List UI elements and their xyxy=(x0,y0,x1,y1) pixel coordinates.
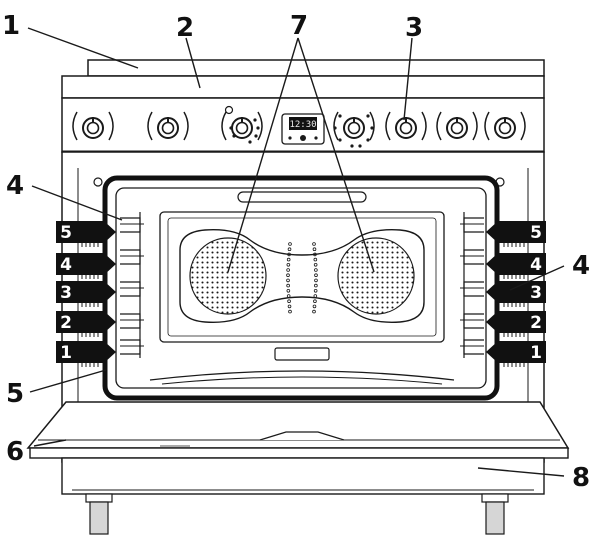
shelf-level-number: 1 xyxy=(530,343,542,363)
function-symbol-icon xyxy=(366,114,370,118)
function-symbol-icon xyxy=(256,126,260,130)
callout-1: 1 xyxy=(2,11,20,41)
function-symbol-icon xyxy=(370,126,374,130)
function-symbol-icon xyxy=(366,138,370,142)
fan-left xyxy=(189,237,267,315)
shelf-level-badge: 3 xyxy=(56,281,116,307)
callout-2: 2 xyxy=(176,13,194,43)
oven-door[interactable] xyxy=(26,401,570,449)
function-symbol-icon xyxy=(248,140,252,144)
shelf-level-number: 5 xyxy=(530,223,542,243)
callout-5: 5 xyxy=(6,379,24,409)
cavity-bottom-handle xyxy=(274,347,330,361)
shelf-level-number: 3 xyxy=(60,283,72,303)
foot-left xyxy=(85,493,113,535)
storage-compartment[interactable] xyxy=(61,457,545,495)
callout-8: 8 xyxy=(572,463,590,493)
shelf-level-badge: 2 xyxy=(56,311,116,337)
control-knob[interactable] xyxy=(385,111,427,141)
shelf-level-badge: 1 xyxy=(486,341,546,367)
control-knob[interactable] xyxy=(72,111,114,141)
function-symbol-icon xyxy=(253,118,257,122)
callout-3: 3 xyxy=(405,13,423,43)
shelf-level-badge: 4 xyxy=(486,253,546,279)
shelf-level-number: 2 xyxy=(530,313,542,333)
control-knob[interactable] xyxy=(221,111,263,141)
display-button-mode[interactable] xyxy=(300,135,306,141)
leader-lines xyxy=(27,27,565,477)
shelf-level-badge: 4 xyxy=(56,253,116,279)
control-knob[interactable] xyxy=(333,111,375,141)
shelf-level-number: 4 xyxy=(60,255,72,275)
callout-6: 6 xyxy=(6,437,24,467)
callout-4-right: 4 xyxy=(572,251,590,281)
control-knob[interactable] xyxy=(147,111,189,141)
function-symbol-icon xyxy=(358,144,362,148)
control-panel xyxy=(61,75,545,99)
shelf-level-badge: 1 xyxy=(56,341,116,367)
callout-7: 7 xyxy=(290,11,308,41)
shelf-rails xyxy=(460,212,484,358)
door-handle[interactable] xyxy=(259,431,345,441)
function-symbol-icon xyxy=(338,114,342,118)
foot-right xyxy=(481,493,509,535)
shelf-level-badge: 5 xyxy=(56,221,116,247)
display-screen xyxy=(289,117,317,130)
function-symbol-icon xyxy=(350,144,354,148)
function-symbol-icon xyxy=(254,134,258,138)
indicator-light xyxy=(224,105,234,115)
grill-element xyxy=(237,191,367,203)
shelf-rails xyxy=(120,212,144,358)
display-button-minus[interactable] xyxy=(288,136,292,140)
shelf-level-number: 3 xyxy=(530,283,542,303)
function-symbol-icon xyxy=(333,126,337,130)
shelf-level-badge: 5 xyxy=(486,221,546,247)
function-symbol-icon xyxy=(338,138,342,142)
shelf-level-number: 4 xyxy=(530,255,542,275)
function-symbol-icon xyxy=(229,126,233,130)
display-button-plus[interactable] xyxy=(314,136,318,140)
function-symbol-icon xyxy=(232,134,236,138)
display-time-text: 12:30 xyxy=(289,120,316,130)
shelf-level-badge: 2 xyxy=(486,311,546,337)
shelf-level-number: 5 xyxy=(60,223,72,243)
center-vent-holes xyxy=(286,242,318,314)
control-knob[interactable] xyxy=(484,111,526,141)
hob-top xyxy=(87,59,545,77)
callout-4-left: 4 xyxy=(6,171,24,201)
door-edge xyxy=(29,447,569,459)
floor-element xyxy=(149,370,455,381)
fan-right xyxy=(337,237,415,315)
screw-left xyxy=(93,177,103,187)
control-knob[interactable] xyxy=(436,111,478,141)
shelf-level-number: 2 xyxy=(60,313,72,333)
shelf-level-number: 1 xyxy=(60,343,72,363)
shelf-level-badge: 3 xyxy=(486,281,546,307)
